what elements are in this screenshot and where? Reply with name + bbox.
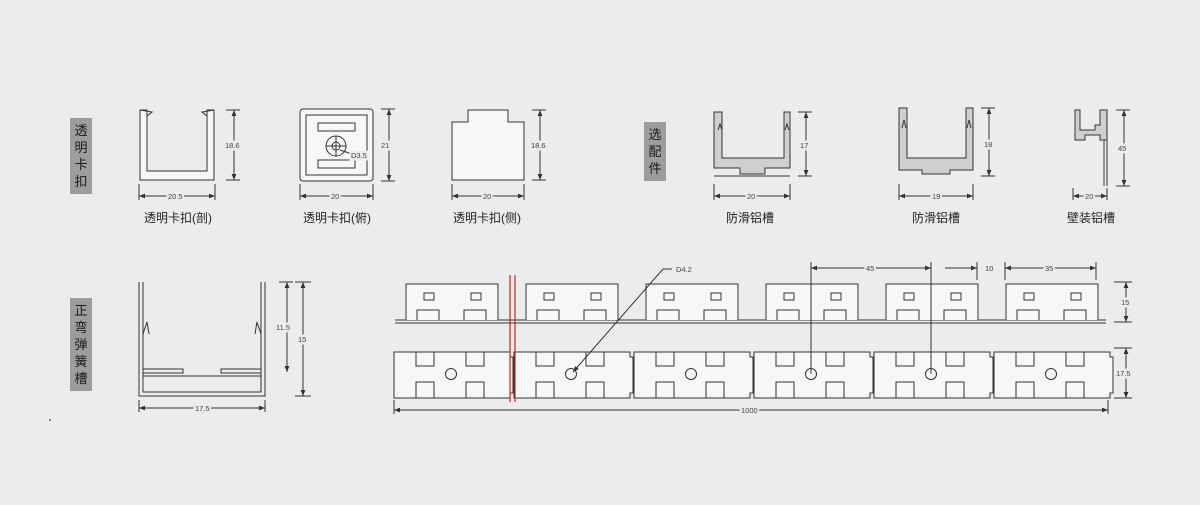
section-tag-spring: 正 弯 弹 簧 槽 bbox=[70, 298, 92, 391]
section-tag-clip: 透 明 卡 扣 bbox=[70, 118, 92, 194]
part-caption: 防滑铝槽 bbox=[725, 211, 774, 225]
tag-char: 槽 bbox=[74, 371, 88, 386]
spring-strip-bottom bbox=[393, 351, 1114, 399]
wall-mount-channel bbox=[1074, 109, 1108, 186]
tag-char: 正 bbox=[74, 303, 88, 318]
label-backdrop bbox=[193, 403, 212, 414]
label-backdrop bbox=[674, 264, 694, 275]
part-caption: 壁装铝槽 bbox=[1066, 211, 1115, 225]
dim-label: 17.5 bbox=[1116, 369, 1131, 378]
label-backdrop bbox=[739, 405, 760, 416]
dim-label: 18.6 bbox=[225, 141, 240, 150]
label-backdrop bbox=[1114, 368, 1133, 379]
label-backdrop bbox=[864, 263, 876, 274]
label-backdrop bbox=[1043, 263, 1055, 274]
label-backdrop bbox=[223, 140, 242, 151]
dim-label: 20 bbox=[331, 192, 339, 201]
label-backdrop bbox=[329, 191, 341, 202]
dim-label: 1000 bbox=[741, 406, 758, 415]
dim-label: 15 bbox=[298, 335, 306, 344]
clip-section-profile bbox=[139, 109, 215, 181]
tag-char: 透 bbox=[74, 123, 88, 138]
part-caption: 透明卡扣(侧) bbox=[453, 211, 521, 225]
break-line bbox=[509, 275, 516, 402]
clip-side-view bbox=[451, 109, 525, 181]
tag-char: 明 bbox=[74, 140, 88, 155]
dim-label: D4.2 bbox=[676, 265, 692, 274]
label-backdrop bbox=[349, 150, 369, 161]
spring-channel-profile bbox=[138, 282, 266, 397]
anti-slip-b-dims bbox=[898, 107, 995, 200]
dim-label: 20 bbox=[483, 192, 491, 201]
label-backdrop bbox=[166, 191, 185, 202]
part-caption: 防滑铝槽 bbox=[911, 211, 960, 225]
dim-label: 11.5 bbox=[276, 323, 290, 332]
dim-label: 21 bbox=[381, 141, 389, 150]
dim-label: 35 bbox=[1045, 264, 1053, 273]
tag-char: 扣 bbox=[74, 174, 88, 189]
dim-label: 20.5 bbox=[168, 192, 183, 201]
tag-char: 选 bbox=[648, 127, 662, 142]
dim-label: 18 bbox=[984, 140, 992, 149]
dim-label: 20 bbox=[747, 192, 755, 201]
dim-label: 45 bbox=[1118, 144, 1126, 153]
clip-section-dims bbox=[138, 109, 240, 200]
label-backdrop bbox=[529, 140, 548, 151]
dim-label: 18.6 bbox=[531, 141, 546, 150]
label-backdrop bbox=[798, 140, 810, 151]
tag-char: 配 bbox=[648, 144, 662, 159]
spring-strip-top bbox=[395, 283, 1106, 324]
dim-label: 20 bbox=[1085, 192, 1093, 201]
dot-mark bbox=[49, 419, 51, 421]
label-backdrop bbox=[1119, 297, 1131, 308]
dim-label: D3.5 bbox=[351, 151, 367, 160]
tag-char: 件 bbox=[648, 161, 662, 176]
label-backdrop bbox=[745, 191, 757, 202]
tag-char: 弹 bbox=[74, 337, 88, 352]
dim-label: 15 bbox=[1121, 298, 1129, 307]
part-caption: 透明卡扣(剖) bbox=[144, 211, 212, 225]
dim-label: 17.5 bbox=[195, 404, 210, 413]
tag-char: 弯 bbox=[74, 320, 88, 335]
dim-label: 17 bbox=[800, 141, 808, 150]
dim-label: 45 bbox=[866, 264, 874, 273]
label-backdrop bbox=[481, 191, 493, 202]
section-tag-fittings: 选 配 件 bbox=[644, 122, 666, 181]
tag-char: 卡 bbox=[74, 157, 88, 172]
anti-slip-a-dims bbox=[713, 111, 812, 200]
tag-char: 簧 bbox=[74, 354, 88, 369]
anti-slip-channel-a bbox=[713, 111, 791, 177]
clip-top-view bbox=[299, 108, 374, 182]
label-backdrop bbox=[1083, 191, 1095, 202]
label-backdrop bbox=[274, 322, 292, 333]
label-backdrop bbox=[296, 334, 308, 345]
label-backdrop bbox=[930, 191, 942, 202]
label-backdrop bbox=[982, 139, 994, 150]
dim-label: 10 bbox=[985, 264, 993, 273]
part-caption: 透明卡扣(俯) bbox=[303, 211, 371, 225]
label-backdrop bbox=[1116, 143, 1128, 154]
label-backdrop bbox=[983, 263, 995, 274]
label-backdrop bbox=[379, 140, 391, 151]
anti-slip-channel-b bbox=[898, 107, 974, 175]
dim-label: 19 bbox=[932, 192, 940, 201]
